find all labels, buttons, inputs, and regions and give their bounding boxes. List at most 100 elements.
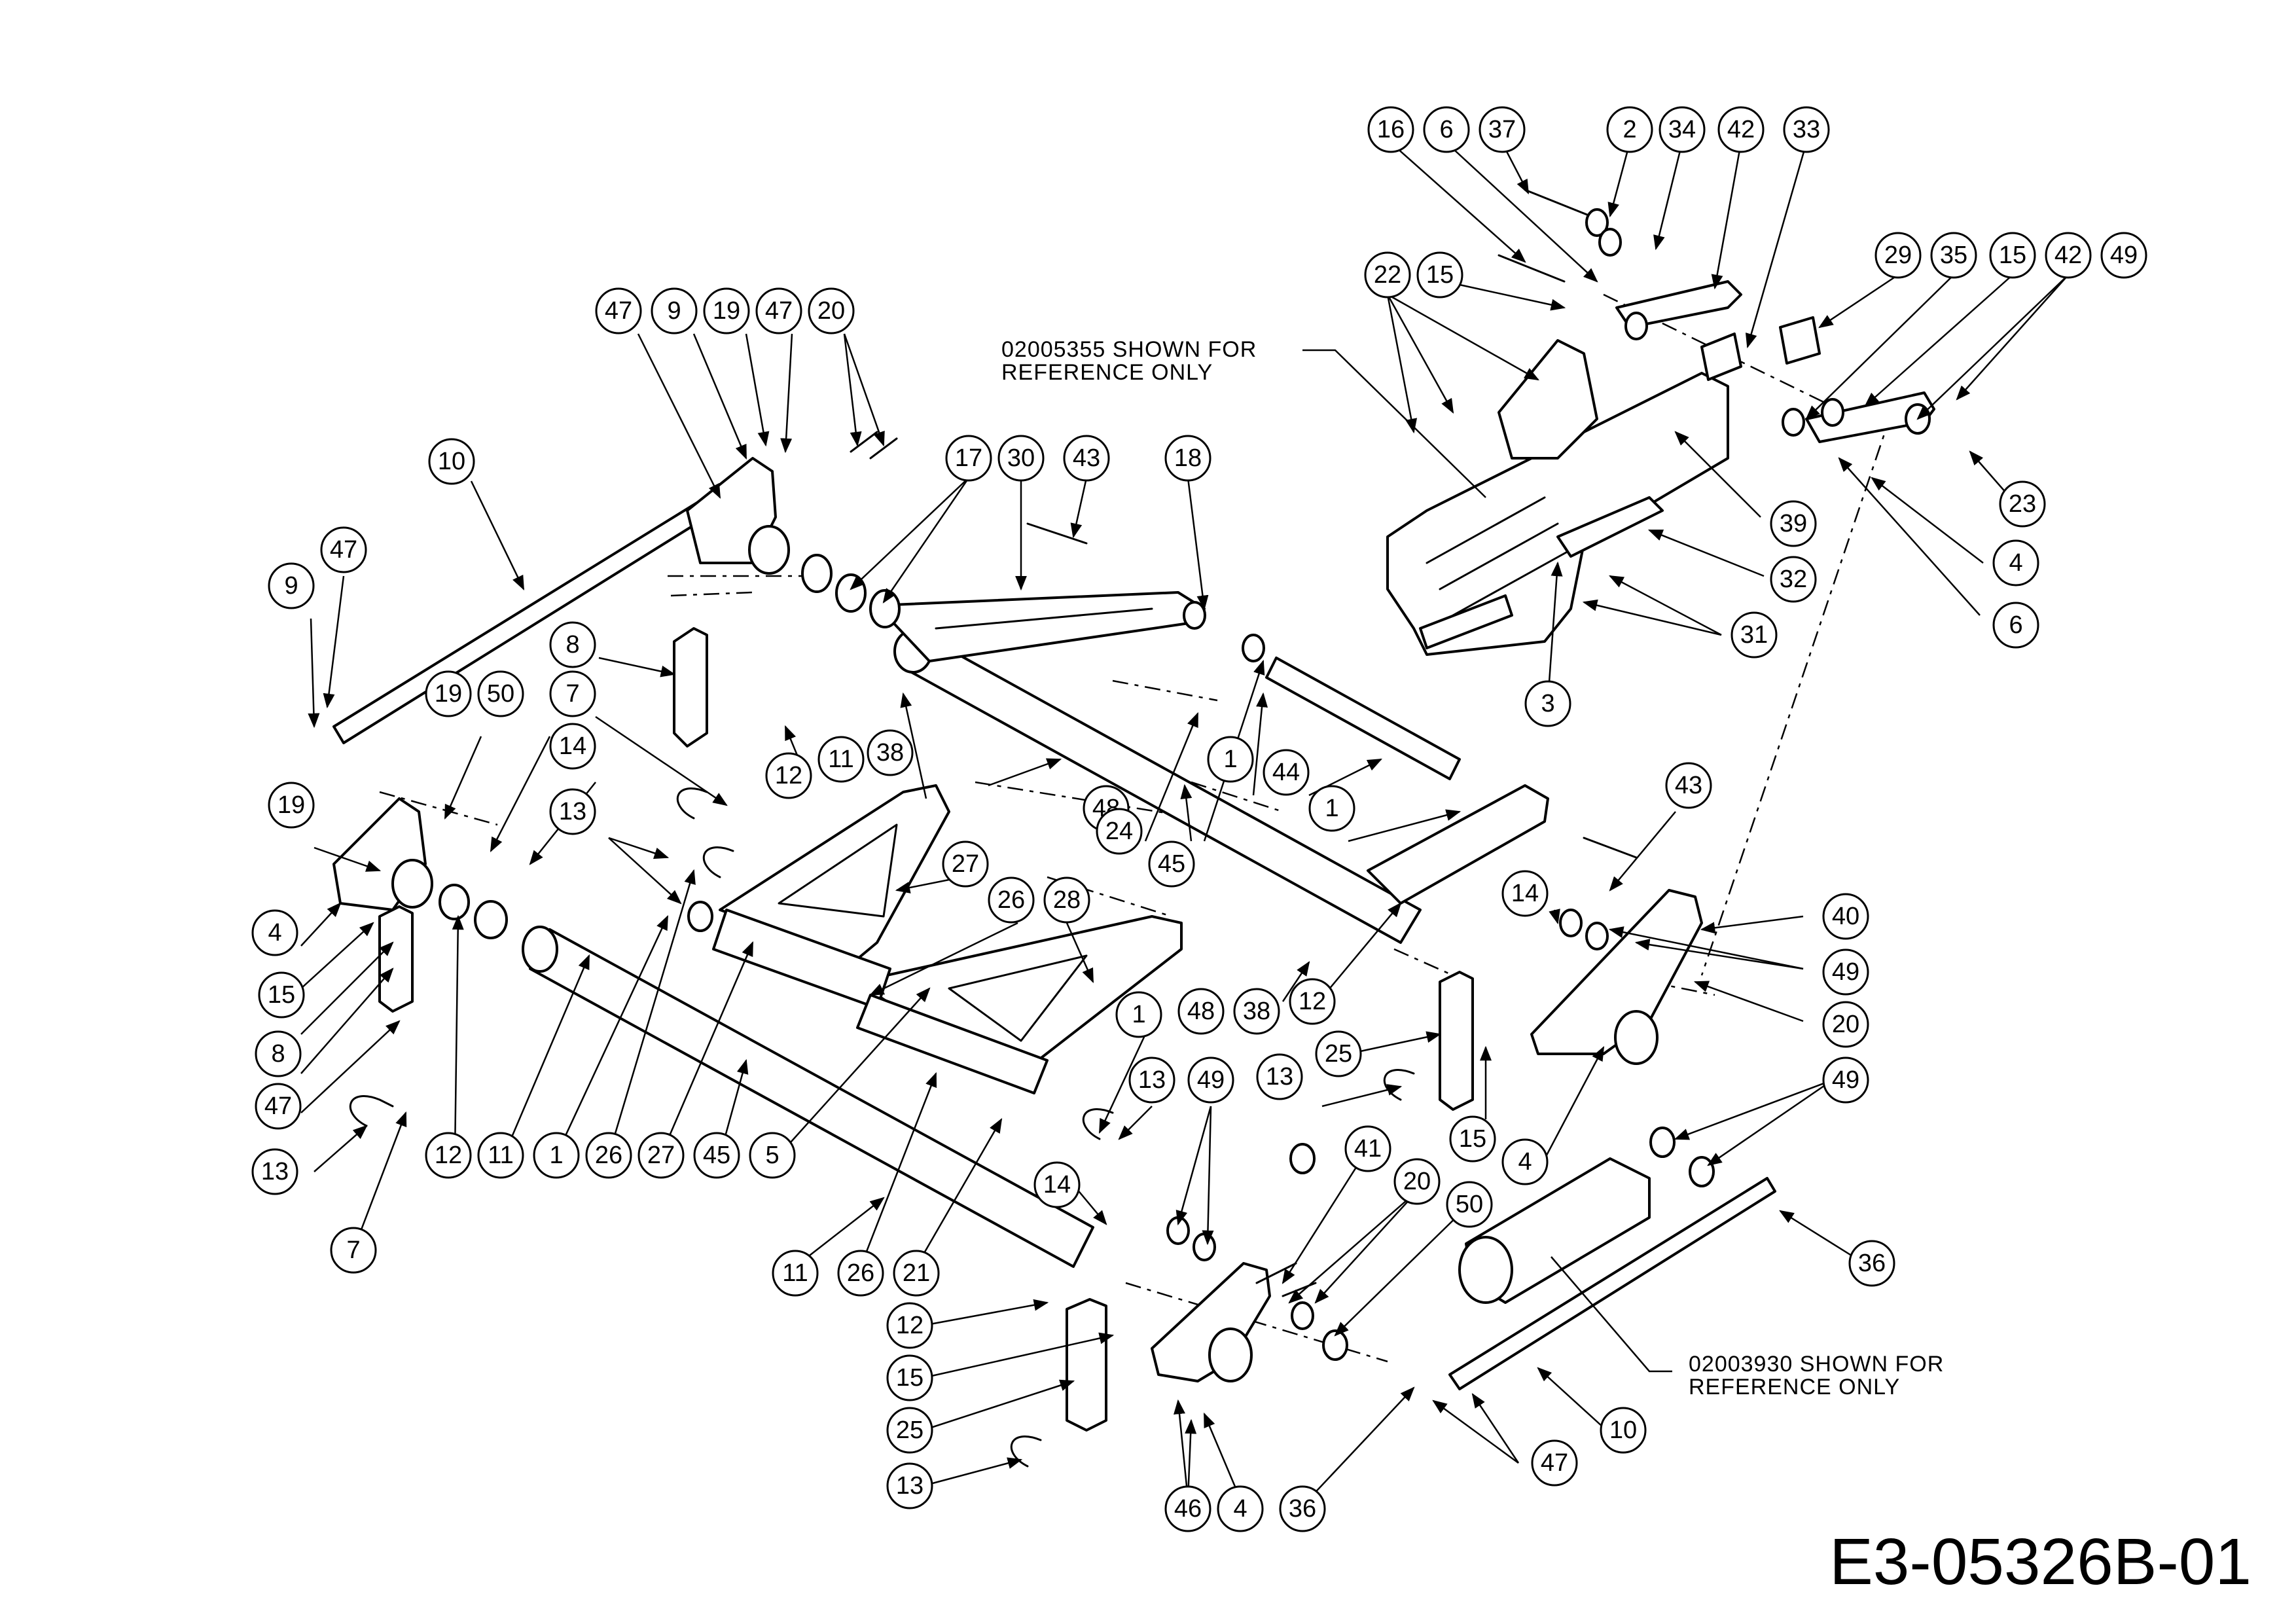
svg-text:45: 45 [1158,850,1185,878]
callout: 20 [808,287,855,334]
callout: 5 [749,1132,796,1179]
svg-text:12: 12 [775,762,802,789]
svg-text:47: 47 [1541,1449,1568,1477]
callout: 46 [1164,1485,1211,1532]
callout: 12 [765,752,812,799]
callout: 13 [1256,1053,1303,1100]
callout: 1 [1308,785,1355,832]
callout: 7 [330,1227,377,1274]
svg-text:11: 11 [782,1259,808,1287]
svg-text:7: 7 [346,1236,360,1264]
callout: 10 [1600,1407,1647,1454]
callout: 8 [549,621,596,668]
callout: 21 [893,1250,940,1297]
svg-text:45: 45 [703,1142,730,1169]
parts-drawing [332,189,1935,1468]
svg-text:20: 20 [817,297,845,325]
callout: 1 [533,1132,580,1179]
callout: 7 [549,670,596,717]
callout: 48 [1177,988,1225,1035]
svg-text:33: 33 [1793,116,1820,143]
svg-text:20: 20 [1403,1168,1431,1195]
svg-text:15: 15 [268,981,295,1009]
svg-text:19: 19 [278,791,305,819]
callout: 36 [1848,1240,1895,1287]
svg-text:13: 13 [1266,1063,1293,1091]
note-upper-line-1: 02005355 SHOWN FOR [1001,337,1257,362]
callout: 8 [255,1030,302,1077]
svg-text:38: 38 [876,739,904,767]
callout: 4 [1992,539,2039,586]
callout: 37 [1479,106,1526,153]
callout: 15 [1449,1115,1496,1163]
svg-text:21: 21 [903,1259,930,1287]
callout: 1 [1115,991,1162,1038]
callout: 49 [1822,948,1869,996]
callout: 40 [1822,893,1869,940]
svg-text:13: 13 [559,798,586,825]
callout: 18 [1164,435,1211,482]
svg-text:44: 44 [1272,759,1300,786]
svg-text:14: 14 [559,732,586,760]
callout: 11 [772,1250,819,1297]
svg-text:18: 18 [1174,444,1202,472]
note-lower-line-2: REFERENCE ONLY [1689,1375,1900,1399]
callout: 2 [1606,106,1653,153]
svg-text:14: 14 [1043,1171,1071,1199]
svg-text:13: 13 [896,1472,924,1500]
callout: 1 [1207,736,1254,783]
callout: 47 [595,287,642,334]
svg-text:9: 9 [284,572,298,600]
callout: 39 [1770,500,1817,547]
svg-text:35: 35 [1940,242,1967,269]
svg-text:49: 49 [2110,242,2138,269]
svg-text:20: 20 [1832,1011,1859,1038]
svg-text:34: 34 [1668,116,1696,143]
callout: 10 [428,438,475,485]
callout: 26 [585,1132,632,1179]
svg-text:22: 22 [1374,261,1401,289]
callout: 11 [817,736,865,783]
callout: 50 [477,670,524,717]
svg-text:1: 1 [1223,746,1237,773]
callout: 30 [997,435,1045,482]
callout: 13 [886,1462,933,1509]
svg-text:16: 16 [1377,116,1405,143]
svg-text:1: 1 [549,1142,563,1169]
svg-text:48: 48 [1187,998,1215,1025]
svg-text:46: 46 [1174,1495,1202,1523]
svg-text:6: 6 [1439,116,1453,143]
callout: 47 [755,287,802,334]
svg-text:15: 15 [1426,261,1454,289]
callout: 11 [477,1132,524,1179]
svg-text:19: 19 [435,680,462,708]
svg-text:7: 7 [565,680,579,708]
callout: 27 [942,840,989,888]
callout: 20 [1822,1001,1869,1048]
svg-text:2: 2 [1623,116,1636,143]
svg-text:31: 31 [1740,621,1768,649]
svg-text:11: 11 [828,746,853,773]
svg-text:14: 14 [1511,880,1539,907]
callout: 47 [255,1083,302,1130]
callout: 41 [1344,1125,1391,1172]
callout: 45 [1148,840,1195,888]
callout: 36 [1279,1485,1326,1532]
callout: 9 [651,287,698,334]
svg-text:8: 8 [271,1040,285,1068]
svg-text:12: 12 [1299,988,1326,1015]
svg-text:8: 8 [565,631,579,659]
svg-text:4: 4 [268,919,281,947]
callout: 20 [1393,1158,1441,1205]
callout: 13 [549,788,596,835]
svg-text:47: 47 [330,536,357,564]
svg-text:6: 6 [2009,611,2022,639]
callout: 14 [1033,1161,1081,1208]
callout: 43 [1665,762,1712,809]
callout: 44 [1263,749,1310,796]
callout: 6 [1423,106,1470,153]
svg-text:36: 36 [1289,1495,1316,1523]
callout: 19 [268,782,315,829]
svg-text:50: 50 [487,680,514,708]
